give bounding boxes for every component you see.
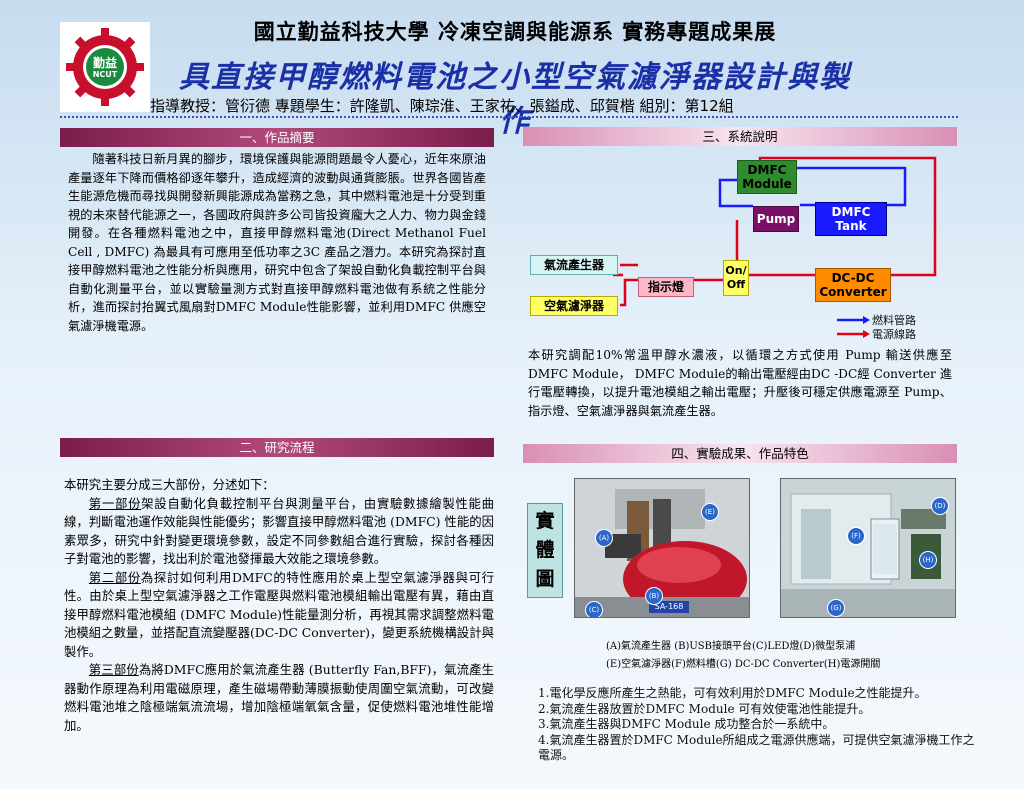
node-on-off: On/ Off [723, 260, 749, 296]
section-header-system: 三、系統說明 [523, 127, 957, 146]
results-list-item: 1.電化學反應所產生之熱能，可有效利用於DMFC Module之性能提升。 [538, 686, 927, 700]
results-list-item: 2.氣流產生器放置於DMFC Module 可有效使電池性能提升。 [538, 701, 871, 716]
process-part2: 第二部份為探討如何利用DMFC的特性應用於桌上型空氣濾淨器與可行性。由於桌上型空… [64, 569, 494, 662]
header-divider [60, 116, 958, 118]
node-dmfc-module: DMFC Module [737, 160, 797, 194]
process-part2-text: 為探討如何利用DMFC的特性應用於桌上型空氣濾淨器與可行性。由於桌上型空氣濾淨器… [64, 569, 495, 659]
section-header-abstract: 一、作品摘要 [60, 128, 494, 147]
results-list-item: 4.氣流產生器置於DMFC Module所組成之電源供應端，可提供空氣濾淨機工作… [538, 732, 975, 763]
system-diagram: DMFC Module Pump DMFC Tank 氣流產生器 空氣濾淨器 指… [525, 150, 965, 345]
gear-logo-icon [66, 28, 144, 106]
process-part3: 第三部份為將DMFC應用於氣流產生器 (Butterfly Fan,BFF)，氣… [64, 661, 494, 735]
section-header-results: 四、實驗成果、作品特色 [523, 444, 957, 463]
photo-tag-d: (D) [931, 497, 949, 515]
process-intro: 本研究主要分成三大部份，分述如下： [64, 477, 275, 492]
results-list-item: 3.氣流產生器與DMFC Module 成功整合於一系統中。 [538, 717, 835, 732]
process-part2-label: 第二部份 [88, 569, 141, 585]
process-text: 本研究主要分成三大部份，分述如下： 第一部份架設自動化負載控制平台與測量平台，由… [64, 476, 494, 735]
process-part1-text: 架設自動化負載控制平台與測量平台，由實驗數據繪製性能曲線，判斷電池運作效能與性能… [64, 495, 494, 567]
photo-caption-1: (A)氣流產生器 (B)USB接頭平台(C)LED燈(D)微型泵浦 [606, 641, 856, 652]
photo-tag-g: (G) [827, 599, 845, 617]
node-indicator-light: 指示燈 [638, 277, 694, 297]
logo-text-en: NCUT [92, 70, 118, 79]
legend-power-line: 電源線路 [872, 328, 916, 341]
system-description: 本研究調配10%常溫甲醇水濃液，以循環之方式使用 Pump 輸送供應至DMFC … [528, 348, 952, 418]
process-part1: 第一部份架設自動化負載控制平台與測量平台，由實驗數據繪製性能曲線，判斷電池運作效… [64, 495, 494, 569]
photo-caption-2: (E)空氣濾淨器(F)燃料槽(G) DC-DC Converter(H)電源開關 [606, 659, 881, 670]
header-credits: 指導教授：管衍德 專題學生：許隆凱、陳琮淮、王家祐、張鎰成、邱賀楷 組別：第12… [150, 97, 734, 115]
photo-prototype-left: SA-168 (A) (B) (C) (E) [574, 478, 750, 618]
photo-tag-e: (E) [701, 503, 719, 521]
photo-tag-c: (C) [585, 601, 603, 617]
page-title: 具直接甲醇燃料電池之小型空氣濾淨器設計與製作 [179, 60, 851, 139]
photo-tag-b: (B) [645, 587, 663, 605]
results-list: 1.電化學反應所產生之熱能，可有效利用於DMFC Module之性能提升。 2.… [538, 686, 978, 764]
photo-tag-a: (A) [595, 529, 613, 547]
photo-tag-h: (H) [919, 551, 937, 569]
header-university: 國立勤益科技大學 冷凍空調與能源系 實務專題成果展 [253, 20, 777, 44]
process-part3-text: 為將DMFC應用於氣流產生器 (Butterfly Fan,BFF)，氣流產生器… [64, 662, 495, 733]
node-air-purifier: 空氣濾淨器 [530, 296, 618, 316]
node-dmfc-tank: DMFC Tank [815, 202, 887, 236]
university-logo: 勤益 NCUT [60, 22, 150, 112]
abstract-text: 隨著科技日新月異的腳步，環境保護與能源問題最令人憂心，近年來原油產量逐年下降而價… [68, 152, 486, 333]
photo-right-illustration [781, 479, 955, 617]
process-part3-label: 第三部份 [88, 662, 139, 677]
process-part1-label: 第一部份 [88, 495, 142, 511]
node-airflow-generator: 氣流產生器 [530, 255, 618, 275]
photo-plate-text: SA-168 [654, 602, 684, 611]
photo-prototype-right: (D) (F) (G) (H) [780, 478, 956, 618]
section-header-process: 二、研究流程 [60, 438, 494, 457]
logo-text-cn: 勤益 [92, 56, 117, 70]
photo-tag-f: (F) [847, 527, 865, 545]
legend-fuel-line: 燃料管路 [872, 314, 916, 327]
photo-side-label: 實體圖 [527, 503, 563, 598]
node-pump: Pump [753, 206, 799, 232]
node-dc-dc-converter: DC-DC Converter [815, 268, 891, 302]
